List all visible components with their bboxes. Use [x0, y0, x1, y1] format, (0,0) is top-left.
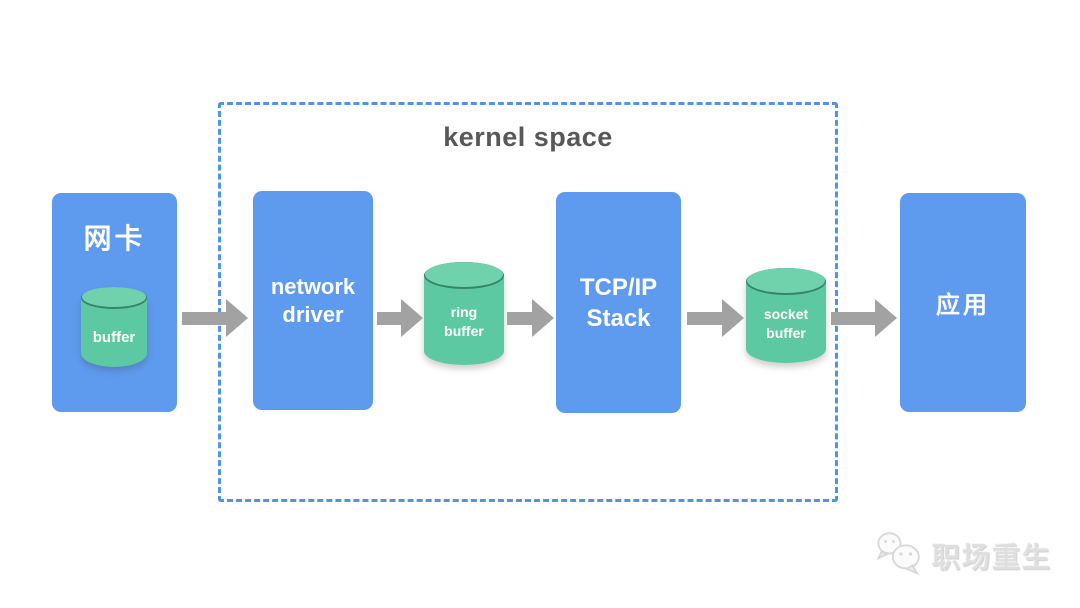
arrow-head [532, 299, 554, 337]
arrow-bar [377, 312, 402, 325]
network-driver-box: network driver [253, 191, 373, 410]
ring-buffer-label-line2: buffer [444, 322, 484, 339]
nic-buffer-cylinder: buffer [81, 287, 147, 367]
arrow-head [401, 299, 423, 337]
network-driver-label-line2: driver [282, 301, 344, 327]
flow-arrow-tcpip-to-socket [687, 299, 744, 337]
arrow-bar [182, 312, 227, 325]
tcpip-stack-label-line2: Stack [586, 304, 651, 332]
watermark: 职场重生 [874, 529, 1052, 582]
app-label: 应用 [936, 292, 990, 319]
kernel-space-label: kernel space [443, 122, 613, 152]
flow-arrow-ring-to-tcpip [507, 299, 554, 337]
arrow-head [875, 299, 897, 337]
watermark-text: 职场重生 [931, 541, 1052, 573]
socket-buffer-label-line1: socket [763, 305, 809, 322]
arrow-head [226, 299, 248, 337]
socket-buffer-label-line2: buffer [766, 324, 806, 341]
tcpip-stack-label-line1: TCP/IP [579, 273, 658, 301]
socket-buffer-cylinder: socket buffer [746, 268, 826, 363]
wechat-icon [874, 529, 926, 582]
ring-buffer-label: ring buffer [444, 287, 484, 341]
tcpip-stack-box: TCP/IP Stack [556, 192, 681, 413]
arrow-bar [687, 312, 723, 325]
arrow-bar [831, 312, 876, 325]
nic-label: 网卡 [83, 223, 146, 254]
cylinder-top-face [746, 268, 826, 295]
flow-arrow-socket-to-app [831, 299, 897, 337]
cylinder-top-face [81, 287, 147, 309]
ring-buffer-cylinder: ring buffer [424, 262, 504, 365]
flow-arrow-driver-to-ring [377, 299, 423, 337]
ring-buffer-label-line1: ring [450, 303, 478, 320]
kernel-space-boundary: kernel space [218, 102, 838, 502]
socket-buffer-label: socket buffer [764, 289, 808, 343]
flow-arrow-nic-to-driver [182, 299, 248, 337]
nic-buffer-label: buffer [92, 328, 136, 346]
cylinder-top-face [424, 262, 504, 289]
app-box: 应用 [900, 193, 1026, 412]
network-driver-label-line1: network [270, 273, 356, 299]
arrow-head [722, 299, 744, 337]
arrow-bar [507, 312, 533, 325]
